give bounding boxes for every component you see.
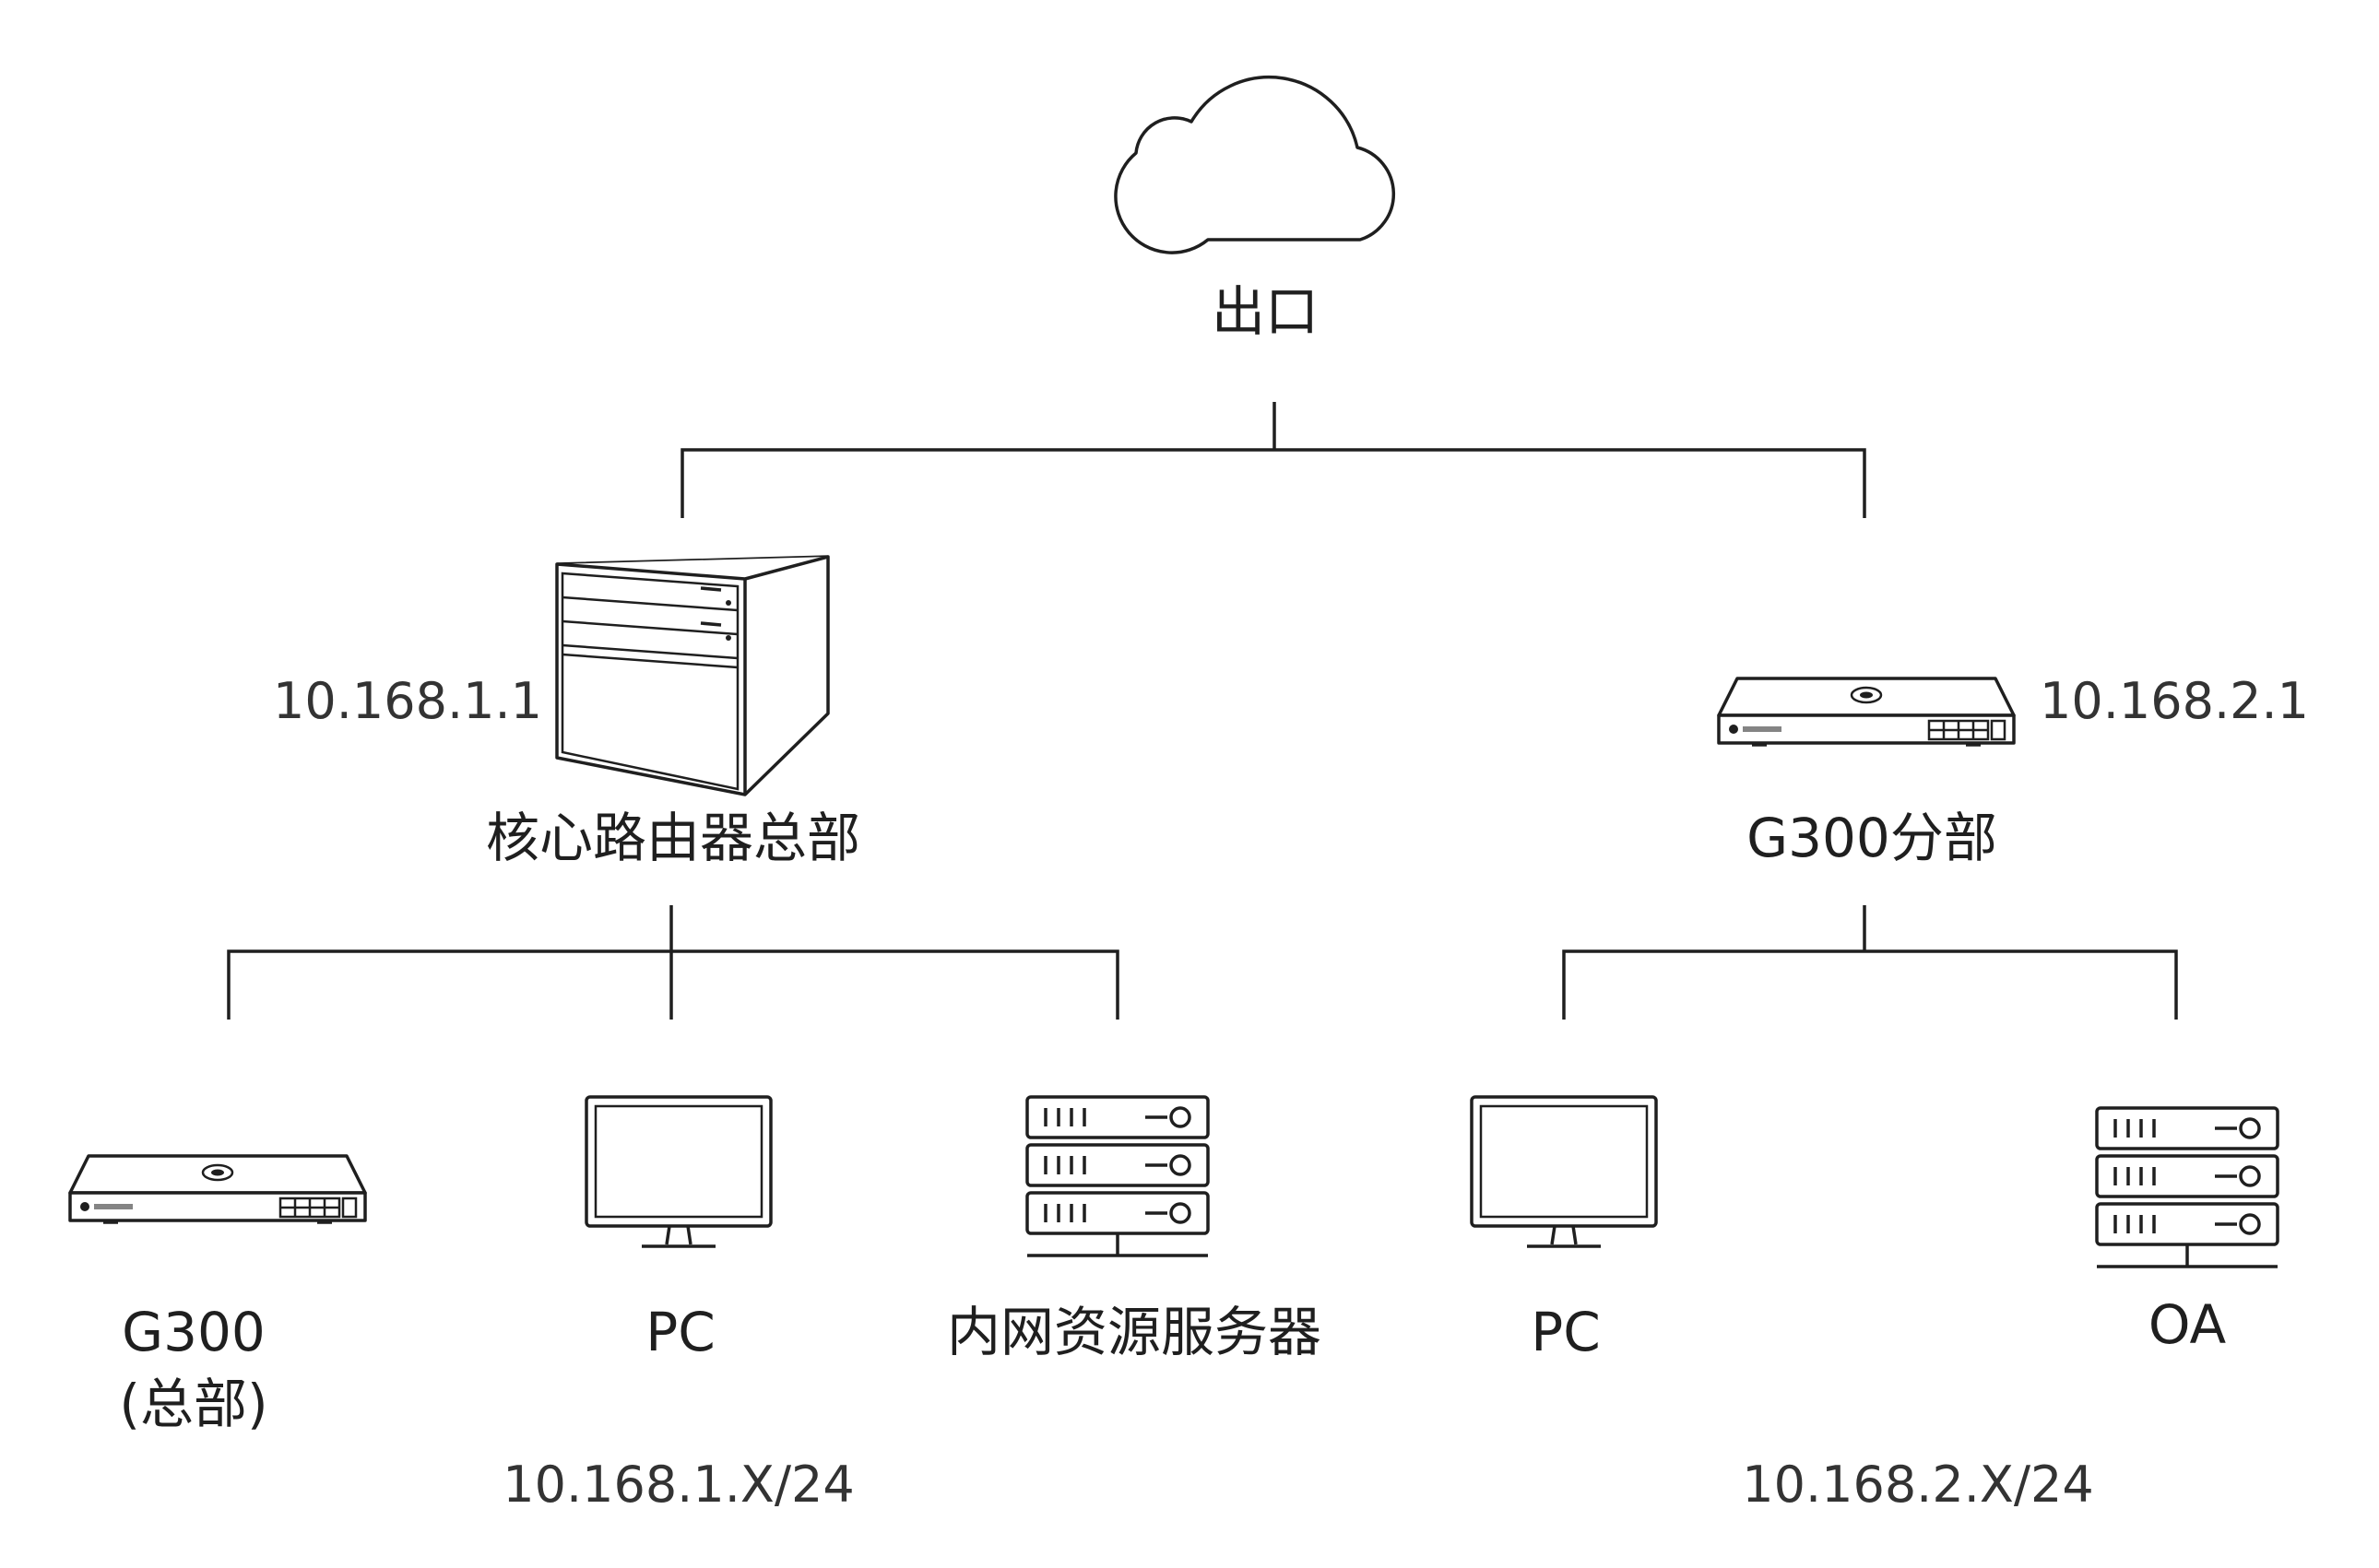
- hq-subnet-label: 10.168.1.X/24: [503, 1456, 855, 1514]
- hq-g300-label: G300: [122, 1301, 266, 1363]
- branch-gateway-icon: [1717, 677, 2016, 747]
- cloud-icon: [1114, 76, 1396, 254]
- core-router-ip: 10.168.1.1: [273, 672, 542, 730]
- hq-g300-icon: [68, 1154, 367, 1224]
- branch-pc-label: PC: [1531, 1301, 1601, 1363]
- hq-g300-sublabel: (总部): [119, 1373, 268, 1435]
- branch-oa-label: OA: [2148, 1293, 2227, 1356]
- internet-label: 出口: [1211, 280, 1320, 343]
- hq-pc-monitor-icon: [585, 1095, 773, 1248]
- branch-gateway-ip: 10.168.2.1: [2040, 672, 2309, 730]
- hq-pc-label: PC: [645, 1301, 716, 1363]
- branch-gateway-label: G300分部: [1746, 807, 1997, 869]
- core-router-label: 核心路由器总部: [485, 807, 861, 869]
- core-router-icon: [555, 555, 830, 796]
- branch-oa-server-icon: [2097, 1108, 2278, 1267]
- branch-pc-monitor-icon: [1470, 1095, 1658, 1248]
- hq-server-icon: [1027, 1097, 1208, 1256]
- connection-lines: [227, 402, 2178, 1020]
- branch-subnet-label: 10.168.2.X/24: [1742, 1456, 2094, 1514]
- hq-server-label: 内网资源服务器: [946, 1301, 1322, 1363]
